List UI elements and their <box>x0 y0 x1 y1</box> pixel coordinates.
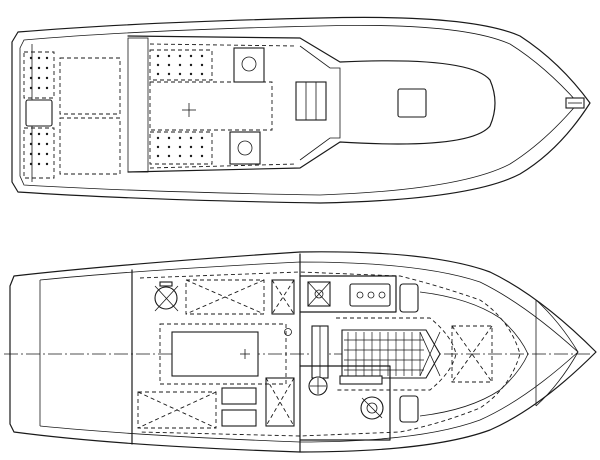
cushion-dot <box>156 145 160 149</box>
cushion-dot <box>45 86 49 90</box>
gas-bottle <box>154 281 179 312</box>
cushion-dot <box>45 162 49 166</box>
cushion-dot <box>29 162 33 166</box>
galley-counter <box>299 275 397 313</box>
foredeck-hatch <box>397 88 427 118</box>
v-berth <box>419 291 529 417</box>
sole-slats <box>344 332 424 376</box>
cushion-dot <box>29 132 33 136</box>
cushion-dot <box>29 142 33 146</box>
cushion-dot <box>45 66 49 70</box>
accom-hull-outline <box>9 251 597 453</box>
cushion-dot <box>178 136 182 140</box>
cushion-dot <box>156 63 160 67</box>
cushion-dot <box>156 72 160 76</box>
cushion-dot <box>189 136 193 140</box>
cushion-dot <box>167 63 171 67</box>
cushion-dot <box>37 142 41 146</box>
cushion-dot <box>178 63 182 67</box>
cushion-dot <box>37 56 41 60</box>
cushion-dot <box>178 54 182 58</box>
chain-locker <box>535 299 579 407</box>
cushion-dot <box>29 66 33 70</box>
cushion-dot <box>167 136 171 140</box>
cushion-dot <box>200 63 204 67</box>
storage-locker-aft-lower <box>137 391 217 429</box>
tank-box-2 <box>221 409 257 427</box>
cushion-dot <box>37 152 41 156</box>
cushion-dot <box>37 76 41 80</box>
cushion-dot <box>45 132 49 136</box>
cushion-dot <box>200 154 204 158</box>
head-locker <box>339 375 383 385</box>
deck-fitting <box>284 328 292 336</box>
cushion-dot <box>189 72 193 76</box>
aft-seat-cushions <box>23 51 121 179</box>
cushion-dot <box>189 63 193 67</box>
cushion-dot <box>45 76 49 80</box>
helm-seat-lower <box>229 131 261 165</box>
cushion-dot <box>37 66 41 70</box>
cushion-dot <box>29 152 33 156</box>
cushion-dot <box>37 86 41 90</box>
cabin-sole-grating <box>341 329 441 379</box>
cushion-dot <box>200 136 204 140</box>
helm-seat-upper <box>233 47 265 83</box>
bow-fitting <box>565 97 585 109</box>
fwd-seat-lower <box>399 395 419 423</box>
cockpit-sole <box>159 323 287 385</box>
cushion-dot <box>178 72 182 76</box>
storage-locker-aft-upper <box>185 279 265 315</box>
cushion-dot <box>167 54 171 58</box>
cushion-dot <box>45 142 49 146</box>
aft-cushion-dots <box>29 56 49 166</box>
cushion-dot <box>189 54 193 58</box>
cushion-dot <box>189 145 193 149</box>
cushion-dot <box>200 72 204 76</box>
locker-small-lower <box>265 377 295 427</box>
v-berth-locker <box>451 325 493 383</box>
cushion-dot <box>167 145 171 149</box>
cushion-dot <box>37 162 41 166</box>
cabin-trunk-inner <box>299 45 341 161</box>
cushion-dot <box>189 154 193 158</box>
head-compartment <box>299 365 391 441</box>
washbasin <box>360 396 384 420</box>
port-side-seat <box>149 49 213 81</box>
cushion-dot <box>45 152 49 156</box>
cushion-dot <box>200 54 204 58</box>
cockpit-area <box>127 37 149 173</box>
stove <box>349 283 391 307</box>
tank-box-1 <box>221 387 257 405</box>
cushion-dot <box>200 145 204 149</box>
cushion-dot <box>167 72 171 76</box>
cushion-dot <box>156 54 160 58</box>
cushion-dot <box>29 76 33 80</box>
side-seat-dots <box>156 54 204 158</box>
accommodation-plan-view <box>4 251 597 453</box>
saloon-table <box>311 325 329 379</box>
cushion-dot <box>156 154 160 158</box>
companionway-steps <box>295 81 327 121</box>
galley-seat <box>399 283 419 313</box>
cabin-trunk <box>127 35 496 173</box>
cushion-dot <box>45 56 49 60</box>
cushion-dot <box>178 145 182 149</box>
cushion-dot <box>156 136 160 140</box>
cushion-dot <box>29 56 33 60</box>
cushion-dot <box>37 132 41 136</box>
locker-small-upper <box>271 279 295 315</box>
cockpit-floor <box>149 81 273 131</box>
stbd-side-seat <box>149 131 213 165</box>
cushion-dot <box>29 86 33 90</box>
deck-hull-outline <box>11 16 591 204</box>
cushion-dot <box>167 154 171 158</box>
deck-plan-view <box>11 16 591 204</box>
cushion-dot <box>178 154 182 158</box>
